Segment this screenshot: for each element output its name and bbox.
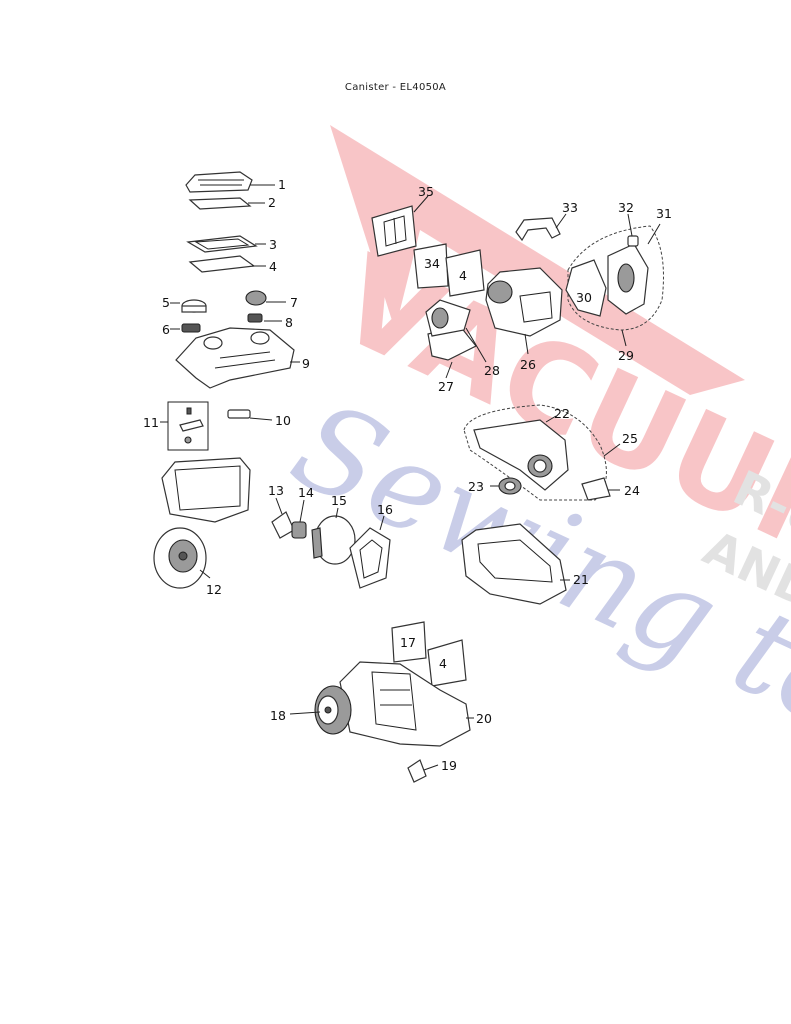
part-17-filter-pad <box>391 621 427 663</box>
part-18-wheel <box>289 685 352 735</box>
part-3-filter-frame <box>186 235 266 253</box>
part-12-motor <box>153 527 211 589</box>
label-28: 28 <box>484 363 500 378</box>
part-4b-filter <box>445 249 485 297</box>
part-20-lower-body <box>339 661 474 747</box>
part-24-inlet-part <box>581 477 620 501</box>
part-19-latch <box>407 759 439 783</box>
label-24: 24 <box>624 483 640 498</box>
label-13: 13 <box>268 483 284 498</box>
part-25-leader <box>603 443 621 457</box>
label-4b: 4 <box>459 268 467 283</box>
label-31: 31 <box>656 206 672 221</box>
label-3: 3 <box>269 237 277 252</box>
part-1-top-grille <box>185 171 275 193</box>
part-29-door-assembly <box>567 225 664 347</box>
part-8-spring <box>247 313 282 323</box>
part-21-base <box>461 523 570 605</box>
part-23-seal-ring <box>490 477 522 495</box>
part-16-exhaust-frame <box>349 515 391 589</box>
label-6: 6 <box>162 322 170 337</box>
label-16: 16 <box>377 502 393 517</box>
part-door-cover <box>607 243 649 315</box>
label-29: 29 <box>618 348 634 363</box>
label-7: 7 <box>290 295 298 310</box>
label-10: 10 <box>275 413 291 428</box>
label-14: 14 <box>298 485 314 500</box>
label-17: 17 <box>400 635 416 650</box>
label-27: 27 <box>438 379 454 394</box>
label-23: 23 <box>468 479 484 494</box>
part-2-gasket <box>188 197 265 210</box>
part-34-filter <box>413 243 449 289</box>
part-7-knob <box>245 290 286 306</box>
watermark-red-chevron <box>330 125 745 395</box>
diagram-title: Canister - EL4050A <box>344 82 447 93</box>
label-30: 30 <box>576 290 592 305</box>
part-33-handle <box>515 213 567 242</box>
part-labels: 1 2 3 4 5 6 7 8 9 10 11 12 13 14 15 16 1… <box>143 177 672 773</box>
part-22-hose-inlet-cover <box>463 404 607 501</box>
label-32: 32 <box>618 200 634 215</box>
part-4c-filter <box>427 639 467 687</box>
part-11-bracket-kit <box>160 401 209 451</box>
part-28-bag-holder <box>425 299 487 363</box>
label-26: 26 <box>520 357 536 372</box>
motor-housing-frame <box>161 457 251 523</box>
label-1: 1 <box>278 177 286 192</box>
part-35-filter-cage <box>371 195 429 257</box>
part-6-spring <box>170 323 201 333</box>
label-4a: 4 <box>269 259 277 274</box>
part-26-dust-compartment <box>485 267 563 355</box>
label-8: 8 <box>285 315 293 330</box>
label-35: 35 <box>418 184 434 199</box>
label-9: 9 <box>302 356 310 371</box>
part-14-seal <box>291 499 307 539</box>
part-10-clip <box>227 409 273 421</box>
part-5-knob <box>170 299 207 313</box>
label-19: 19 <box>441 758 457 773</box>
part-32-clip <box>627 213 639 247</box>
label-4c: 4 <box>439 656 447 671</box>
part-15-fan-cover <box>311 507 356 565</box>
part-9-upper-housing <box>175 327 300 389</box>
label-22: 22 <box>554 406 570 421</box>
part-31-leader <box>647 223 661 245</box>
part-30-door-panel <box>565 259 607 317</box>
label-20: 20 <box>476 711 492 726</box>
label-5: 5 <box>162 295 170 310</box>
label-21: 21 <box>573 572 589 587</box>
label-33: 33 <box>562 200 578 215</box>
label-18: 18 <box>270 708 286 723</box>
label-2: 2 <box>268 195 276 210</box>
label-25: 25 <box>622 431 638 446</box>
label-34: 34 <box>424 256 440 271</box>
label-12: 12 <box>206 582 222 597</box>
part-4a-filter <box>188 255 266 273</box>
label-11: 11 <box>143 415 159 430</box>
label-15: 15 <box>331 493 347 508</box>
